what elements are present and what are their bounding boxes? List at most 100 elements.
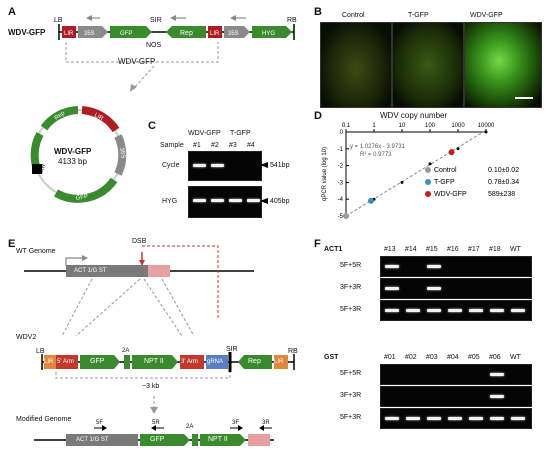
gel-band bbox=[247, 199, 260, 202]
gel-band bbox=[385, 309, 399, 312]
panel-e-diagram bbox=[24, 245, 295, 446]
plasmid-name: WDV-GFP bbox=[54, 147, 92, 156]
gel-band bbox=[211, 199, 224, 202]
scale-bar bbox=[515, 97, 533, 99]
f-gel-row bbox=[380, 364, 532, 385]
svg-text:SIR: SIR bbox=[38, 163, 47, 175]
gel-band bbox=[490, 309, 504, 312]
legend-marker bbox=[425, 179, 431, 185]
gel-band bbox=[511, 417, 525, 420]
gel-band bbox=[448, 417, 462, 420]
gfp-gene bbox=[110, 26, 152, 38]
svg-text:Rep: Rep bbox=[180, 30, 193, 37]
legend-value: 0.78±0.34 bbox=[488, 179, 519, 186]
primer-5f: 5F bbox=[96, 420, 104, 426]
e-wdv2: WDV2 bbox=[16, 334, 37, 341]
c-lane-4: #4 bbox=[247, 142, 255, 149]
gel-band bbox=[490, 417, 504, 420]
primer-5r: 5R bbox=[152, 420, 160, 426]
e-el-grna: gRNA bbox=[207, 359, 224, 365]
f-lane-label: #17 bbox=[468, 246, 480, 253]
e-el-gfp: GFP bbox=[90, 358, 105, 365]
gel-band bbox=[448, 309, 462, 312]
f-lane-label: #18 bbox=[489, 246, 501, 253]
svg-text:LIR: LIR bbox=[210, 31, 220, 37]
legend-name: Control bbox=[434, 167, 457, 174]
gel-band bbox=[511, 309, 525, 312]
f-lane-label: WT bbox=[510, 246, 521, 253]
x-tick-label: 100 bbox=[425, 123, 436, 129]
panel-a-construct: LIR 35S GFP Rep LIR 35S HYG bbox=[58, 15, 295, 92]
standard-point bbox=[428, 162, 432, 166]
b-image-control bbox=[320, 22, 392, 108]
gel-band bbox=[385, 287, 399, 290]
f-row-label: 5F+5R bbox=[340, 370, 362, 377]
c-lane-2: #2 bbox=[211, 142, 219, 149]
e-act-label: ACT 1/G ST bbox=[74, 268, 107, 274]
gel-band bbox=[427, 287, 441, 290]
hyg-gene bbox=[252, 26, 292, 38]
e-el-nptii: NPT II bbox=[144, 358, 164, 365]
svg-text:35S: 35S bbox=[228, 31, 239, 37]
act-gene-wt bbox=[66, 265, 148, 277]
rb-label-a: RB bbox=[287, 17, 297, 24]
c-size-arrows bbox=[260, 162, 268, 204]
e-lb: LB bbox=[36, 348, 45, 355]
f-row-label: 5F+3R bbox=[340, 306, 362, 313]
e-mod-act: ACT 1/G ST bbox=[76, 437, 109, 443]
e-modified: Modified Genome bbox=[16, 416, 72, 423]
c-row-label-cycle: Cycle bbox=[162, 162, 180, 169]
y-axis-label: qPCR value (log 10) bbox=[322, 147, 328, 201]
svg-text:GFP: GFP bbox=[120, 31, 132, 37]
panel-label-b: B bbox=[314, 6, 322, 18]
b-title-wdvgfp: WDV-GFP bbox=[470, 12, 503, 19]
primer-3f: 3F bbox=[232, 420, 240, 426]
f-gel-row bbox=[380, 256, 532, 277]
x-tick-label: 1 bbox=[372, 123, 376, 129]
gel-band bbox=[193, 199, 206, 202]
e-mod-nptii: NPT II bbox=[208, 436, 228, 443]
f-gst-title: GST bbox=[324, 354, 339, 361]
panel-label-a: A bbox=[8, 6, 16, 18]
f-gel-row bbox=[380, 278, 532, 299]
standard-point bbox=[400, 180, 404, 184]
y-tick-label: -5 bbox=[338, 214, 344, 220]
gel-band bbox=[229, 199, 242, 202]
y-tick-label: -1 bbox=[338, 147, 344, 153]
f-gel-row bbox=[380, 386, 532, 407]
f-lane-label: #06 bbox=[489, 354, 501, 361]
gel-band bbox=[469, 309, 483, 312]
panel-label-d: D bbox=[314, 110, 322, 122]
panel-label-f: F bbox=[314, 238, 321, 250]
e-dsb: DSB bbox=[132, 238, 147, 245]
plasmid-35s-arc bbox=[114, 134, 127, 176]
c-lane-1: #1 bbox=[193, 142, 201, 149]
legend-value: 589±238 bbox=[488, 191, 515, 198]
f-row-label: 5F+3R bbox=[340, 414, 362, 421]
gel-band bbox=[385, 265, 399, 268]
f-lane-label: #03 bbox=[426, 354, 438, 361]
svg-text:HYG: HYG bbox=[262, 31, 275, 37]
legend-name: WDV-GFP bbox=[434, 191, 467, 198]
circle-caption-a: WDV-GFP bbox=[118, 57, 156, 66]
gel-band bbox=[406, 309, 420, 312]
b-image-tgfp bbox=[392, 22, 464, 108]
gel-band bbox=[385, 417, 399, 420]
f-gel-row bbox=[380, 300, 532, 321]
promoter-35s-1 bbox=[78, 26, 108, 38]
e-size-note: ~3 kb bbox=[142, 383, 160, 390]
c-lane-3: #3 bbox=[229, 142, 237, 149]
f-lane-label: #04 bbox=[447, 354, 459, 361]
e-el-3arm: 3' Arm bbox=[181, 359, 198, 365]
e-sir: SIR bbox=[226, 346, 238, 353]
svg-text:GFP: GFP bbox=[75, 194, 88, 202]
gel-band bbox=[469, 417, 483, 420]
d-chart-title: WDV copy number bbox=[380, 111, 448, 120]
sample-point-0 bbox=[343, 213, 349, 219]
f-lane-label: #13 bbox=[384, 246, 396, 253]
plasmid-size: 4133 bp bbox=[58, 157, 87, 166]
f-lane-label: #15 bbox=[426, 246, 438, 253]
e-rb: RB bbox=[288, 348, 298, 355]
lir-box-1 bbox=[62, 26, 76, 38]
